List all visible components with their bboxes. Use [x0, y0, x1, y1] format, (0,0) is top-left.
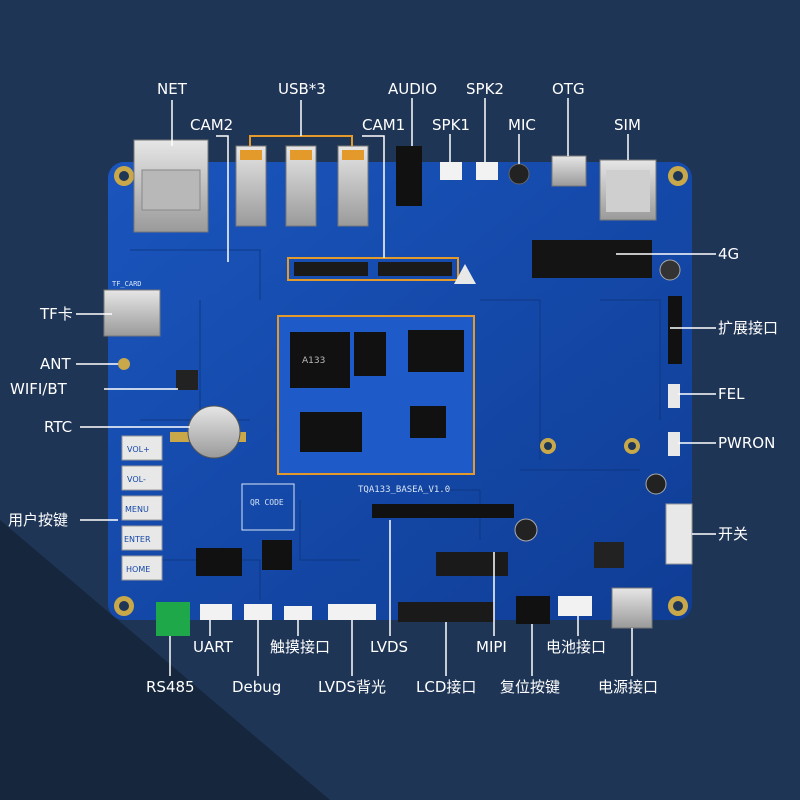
label-expansion: 扩展接口: [718, 319, 779, 337]
label-rtc: RTC: [44, 418, 73, 436]
capacitor: [659, 259, 681, 281]
qr-silk: QR CODE: [250, 498, 284, 507]
rtc-battery: [187, 405, 241, 459]
expansion-header: [668, 296, 682, 364]
label-user-keys: 用户按键: [8, 511, 69, 529]
label-cam2: CAM2: [190, 116, 234, 134]
esd-warning-icon: [454, 264, 476, 284]
label-net: NET: [157, 80, 187, 98]
label-cam1: CAM1: [362, 116, 406, 134]
wifi-module: [176, 370, 198, 390]
reset-button: [516, 596, 550, 624]
user-buttons: [121, 435, 163, 581]
battery-connector: [558, 596, 592, 616]
lcd-connector: [398, 602, 494, 622]
label-4g: 4G: [718, 245, 740, 263]
tf-card-silk: TF_CARD: [112, 280, 142, 288]
label-lvds-backlight: LVDS背光: [318, 678, 387, 696]
label-usb: USB*3: [278, 80, 326, 98]
antenna-connector: [118, 358, 130, 370]
cam2-connector: [294, 262, 368, 276]
otg-port: [551, 155, 587, 187]
usb-ports: [235, 145, 369, 227]
label-otg: OTG: [552, 80, 585, 98]
label-tf: TF卡: [40, 305, 73, 323]
label-sim: SIM: [614, 116, 641, 134]
label-fel: FEL: [718, 385, 745, 403]
button-silk-3: ENTER: [124, 535, 151, 544]
button-silk-4: HOME: [126, 565, 150, 574]
spk2-connector: [476, 162, 498, 180]
label-power: 电源接口: [598, 678, 659, 696]
background-wedge: [0, 520, 330, 800]
label-ant: ANT: [40, 355, 71, 373]
label-spk1: SPK1: [432, 116, 470, 134]
cam1-connector: [378, 262, 452, 276]
label-debug: Debug: [232, 678, 282, 696]
microphone: [508, 163, 530, 185]
spk1-connector: [440, 162, 462, 180]
usb-highlight-bracket: [249, 135, 353, 146]
label-spk2: SPK2: [466, 80, 504, 98]
label-lcd: LCD接口: [416, 678, 477, 696]
label-mic: MIC: [508, 116, 536, 134]
label-mipi: MIPI: [476, 638, 507, 656]
debug-connector: [244, 604, 272, 620]
button-silk-2: MENU: [125, 505, 149, 514]
label-audio: AUDIO: [388, 80, 438, 98]
chip-silk: A133: [302, 356, 325, 366]
soc-chip: [290, 332, 350, 388]
rs485-terminal: [156, 602, 190, 636]
label-wifi-bt: WIFI/BT: [10, 380, 67, 398]
label-battery: 电池接口: [546, 638, 607, 656]
label-pwron: PWRON: [718, 434, 776, 452]
board-name-silk: TQA133_BASEA_V1.0: [358, 485, 450, 495]
cam-highlight-box: [287, 257, 459, 281]
label-reset: 复位按键: [500, 678, 561, 696]
pin-header: [372, 504, 514, 518]
label-uart: UART: [193, 638, 233, 656]
touch-connector: [284, 606, 312, 620]
4g-slot: [532, 240, 652, 278]
button-silk-0: VOL+: [127, 445, 150, 454]
qr-code-area: [241, 483, 295, 531]
leader-lines: [76, 98, 716, 676]
button-silk-1: VOL-: [127, 475, 146, 484]
tf-card-slot: [103, 289, 161, 337]
uart-connector: [200, 604, 232, 620]
label-switch: 开关: [718, 525, 749, 543]
fel-button: [668, 384, 680, 408]
label-touch: 触摸接口: [270, 638, 331, 656]
power-switch: [665, 503, 693, 565]
lvds-backlight-connector: [328, 604, 376, 620]
pwron-button: [668, 432, 680, 456]
mounting-holes: [114, 166, 688, 616]
lvds-connector: [436, 552, 508, 576]
label-rs485: RS485: [146, 678, 195, 696]
label-lvds: LVDS: [370, 638, 409, 656]
audio-jack: [396, 146, 422, 206]
power-jack: [611, 587, 653, 629]
